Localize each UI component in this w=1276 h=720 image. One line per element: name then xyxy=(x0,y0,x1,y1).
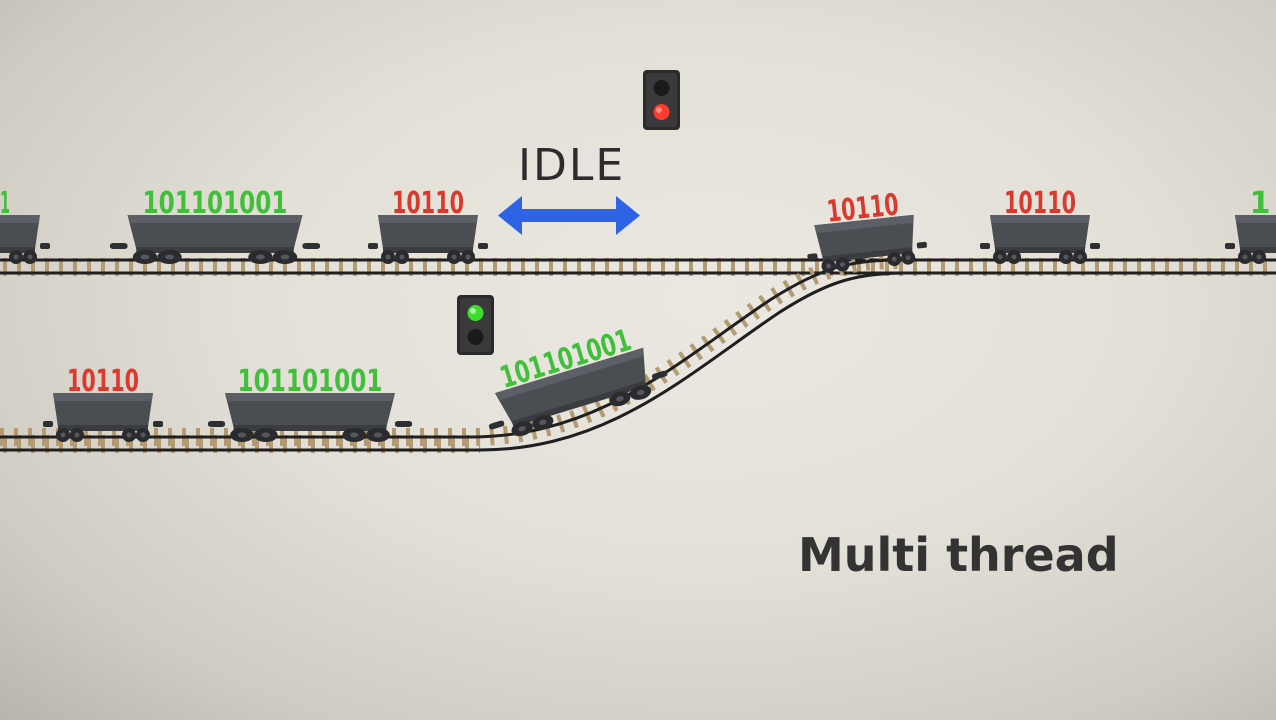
signal-top-red xyxy=(643,70,680,130)
cart-bits: 101101001 xyxy=(238,364,383,399)
cart-bits: 101101001 xyxy=(143,186,288,221)
cart-top-1: 1001 xyxy=(0,186,50,264)
cart-bits: 1 xyxy=(1250,186,1271,221)
cart-bits: 10110 xyxy=(392,186,464,221)
cart-top-4: 10110 xyxy=(804,187,929,276)
caption-title: Multi thread xyxy=(798,528,1119,582)
cart-bottom-1: 10110 xyxy=(43,364,163,442)
cart-bits: 10110 xyxy=(67,364,139,399)
cart-top-3: 10110 xyxy=(368,186,488,264)
cart-top-2: 101101001 xyxy=(110,186,320,264)
cart-top-6: 1 xyxy=(1225,186,1276,264)
cart-bits: 1001 xyxy=(0,186,10,221)
cart-bits: 10110 xyxy=(1004,186,1076,221)
cart-bottom-2: 101101001 xyxy=(208,364,412,442)
cart-bits: 10110 xyxy=(825,187,900,229)
idle-double-arrow-icon xyxy=(498,196,640,235)
cart-bottom-3: 101101001 xyxy=(480,323,673,445)
signal-bottom-green xyxy=(457,295,494,355)
cart-top-5: 10110 xyxy=(980,186,1100,264)
idle-label: IDLE xyxy=(518,140,626,191)
